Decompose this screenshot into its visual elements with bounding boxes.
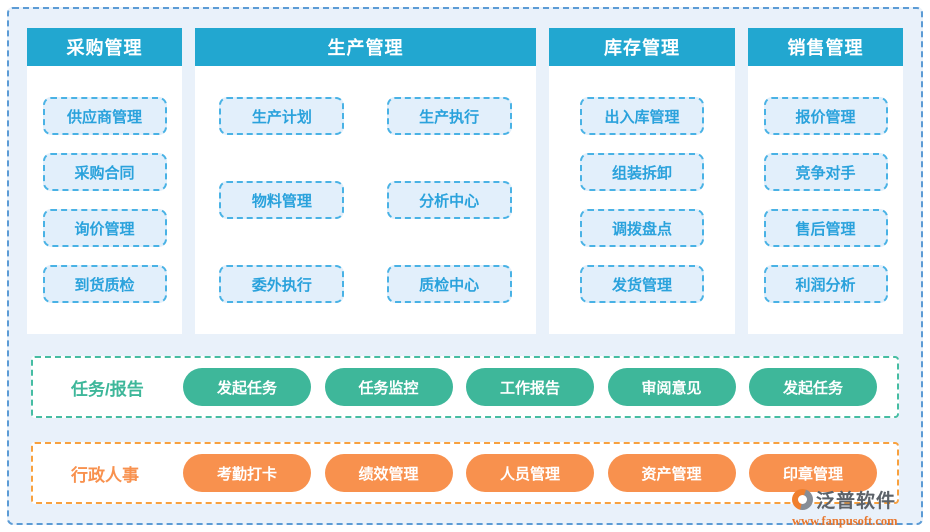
module-tile-assembly-disassembly[interactable]: 组装拆卸 xyxy=(580,153,704,191)
module-tile-quotation-mgmt[interactable]: 报价管理 xyxy=(763,97,888,135)
admin-hr-label: 行政人事 xyxy=(71,465,139,485)
module-tile-outsourcing-execution[interactable]: 委外执行 xyxy=(219,265,345,303)
pill-initiate-task-2[interactable]: 发起任务 xyxy=(749,368,877,406)
panel-body-procurement: 供应商管理 采购合同 询价管理 到货质检 xyxy=(27,66,182,334)
panel-sales: 销售管理 报价管理 竞争对手 售后管理 利润分析 xyxy=(748,28,903,334)
pill-task-monitoring[interactable]: 任务监控 xyxy=(324,368,453,406)
task-report-pills: 发起任务 任务监控 工作报告 审阅意见 发起任务 xyxy=(183,368,877,406)
module-tile-production-execution[interactable]: 生产执行 xyxy=(386,97,512,135)
pill-attendance-checkin[interactable]: 考勤打卡 xyxy=(183,454,311,492)
module-tile-transfer-stocktake[interactable]: 调拨盘点 xyxy=(580,209,704,247)
module-tile-material-mgmt[interactable]: 物料管理 xyxy=(219,181,345,219)
panel-title-inventory: 库存管理 xyxy=(549,28,735,66)
pill-initiate-task[interactable]: 发起任务 xyxy=(183,368,311,406)
module-tile-inquiry-mgmt[interactable]: 询价管理 xyxy=(42,209,167,247)
panel-production: 生产管理 生产计划 生产执行 物料管理 分析中心 委外执行 质检中心 xyxy=(195,28,536,334)
vendor-brand-name: 泛普软件 xyxy=(816,491,897,512)
admin-hr-row: 行政人事 考勤打卡 绩效管理 人员管理 资产管理 印章管理 xyxy=(31,442,899,504)
pill-seal-mgmt[interactable]: 印章管理 xyxy=(749,454,877,492)
page-dashed-frame: 采购管理 供应商管理 采购合同 询价管理 到货质检 生产管理 生产计划 生产执行… xyxy=(7,7,923,525)
admin-hr-pills: 考勤打卡 绩效管理 人员管理 资产管理 印章管理 xyxy=(183,454,877,492)
panel-inventory: 库存管理 出入库管理 组装拆卸 调拨盘点 发货管理 xyxy=(549,28,735,334)
pill-review-comments[interactable]: 审阅意见 xyxy=(607,368,736,406)
task-report-row: 任务/报告 发起任务 任务监控 工作报告 审阅意见 发起任务 xyxy=(31,356,899,418)
vendor-watermark: 泛普软件 www.fanpusoft.com xyxy=(792,486,924,529)
module-panels: 采购管理 供应商管理 采购合同 询价管理 到货质检 生产管理 生产计划 生产执行… xyxy=(27,28,903,334)
pill-asset-mgmt[interactable]: 资产管理 xyxy=(607,454,736,492)
panel-title-sales: 销售管理 xyxy=(748,28,903,66)
module-tile-aftersales-mgmt[interactable]: 售后管理 xyxy=(763,209,888,247)
panel-body-inventory: 出入库管理 组装拆卸 调拨盘点 发货管理 xyxy=(549,66,735,334)
module-tile-quality-center[interactable]: 质检中心 xyxy=(386,265,512,303)
panel-procurement: 采购管理 供应商管理 采购合同 询价管理 到货质检 xyxy=(27,28,182,334)
fanpu-logo-icon xyxy=(792,489,813,510)
module-tile-warehouse-in-out[interactable]: 出入库管理 xyxy=(580,97,704,135)
module-tile-competitors[interactable]: 竞争对手 xyxy=(763,153,888,191)
module-tile-supplier-mgmt[interactable]: 供应商管理 xyxy=(42,97,167,135)
module-tile-analysis-center[interactable]: 分析中心 xyxy=(386,181,512,219)
module-tile-purchase-contract[interactable]: 采购合同 xyxy=(42,153,167,191)
module-tile-shipping-mgmt[interactable]: 发货管理 xyxy=(580,265,704,303)
module-tile-arrival-inspection[interactable]: 到货质检 xyxy=(42,265,167,303)
task-report-label: 任务/报告 xyxy=(71,379,144,399)
panel-title-procurement: 采购管理 xyxy=(27,28,182,66)
vendor-website-url: www.fanpusoft.com xyxy=(792,514,898,528)
panel-title-production: 生产管理 xyxy=(195,28,536,66)
panel-body-production: 生产计划 生产执行 物料管理 分析中心 委外执行 质检中心 xyxy=(195,66,536,334)
pill-performance-mgmt[interactable]: 绩效管理 xyxy=(324,454,453,492)
module-tile-profit-analysis[interactable]: 利润分析 xyxy=(763,265,888,303)
panel-body-sales: 报价管理 竞争对手 售后管理 利润分析 xyxy=(748,66,903,334)
pill-work-report[interactable]: 工作报告 xyxy=(466,368,594,406)
pill-personnel-mgmt[interactable]: 人员管理 xyxy=(466,454,594,492)
module-tile-production-plan[interactable]: 生产计划 xyxy=(219,97,345,135)
